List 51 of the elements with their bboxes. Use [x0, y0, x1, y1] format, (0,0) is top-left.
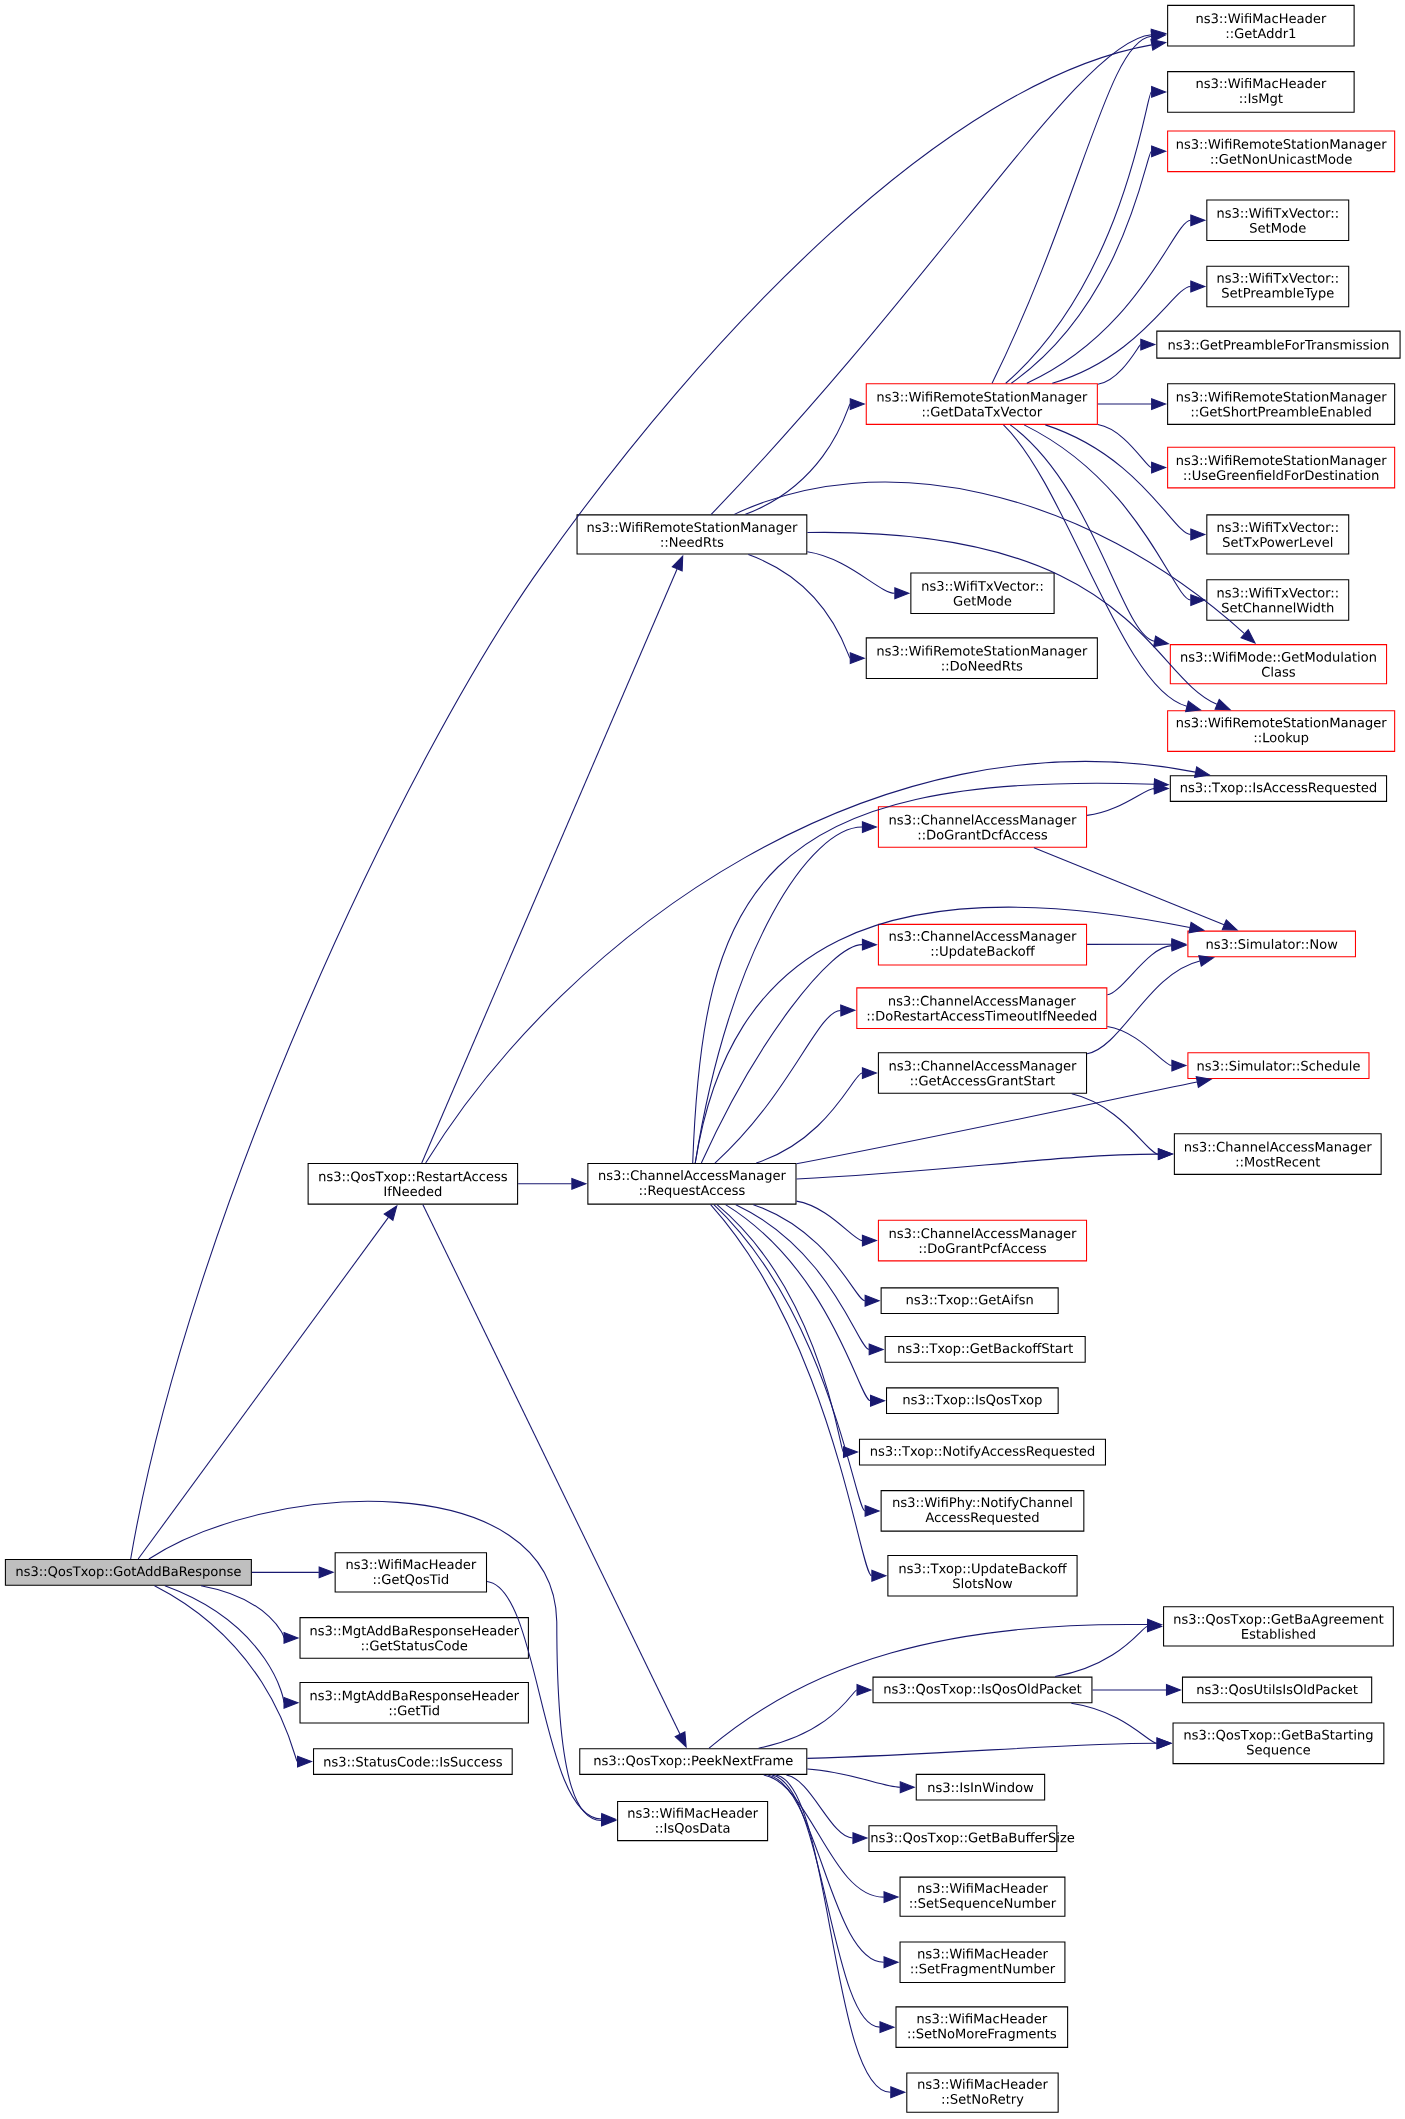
- function-box: ns3::WifiRemoteStationManager ::NeedRts: [576, 514, 808, 555]
- function-box: ns3::WifiRemoteStationManager ::GetDataTxVector: [865, 383, 1098, 425]
- function-box: ns3::ChannelAccessManager ::UpdateBackoff: [877, 923, 1087, 966]
- function-box: ns3::WifiRemoteStationManager ::UseGreenfieldForDestination: [1166, 446, 1395, 489]
- function-box: ns3::WifiMacHeader ::SetNoMoreFragments: [895, 2006, 1068, 2048]
- function-box: ns3::WifiTxVector:: SetChannelWidth: [1206, 579, 1350, 621]
- function-box: ns3::QosTxop::RestartAccess IfNeeded: [307, 1163, 518, 1205]
- function-box: ns3::Txop::IsAccessRequested: [1169, 775, 1387, 802]
- function-box: ns3::WifiMacHeader ::IsMgt: [1166, 71, 1355, 113]
- function-box: ns3::MgtAddBaResponseHeader ::GetStatusCode: [299, 1617, 529, 1659]
- function-box: ns3::Simulator::Schedule: [1187, 1052, 1370, 1079]
- function-box: ns3::WifiMacHeader ::SetNoRetry: [906, 2072, 1059, 2113]
- function-box: ns3::ChannelAccessManager ::MostRecent: [1173, 1133, 1382, 1175]
- function-box: ns3::IsInWindow: [915, 1773, 1045, 1801]
- function-box: ns3::WifiRemoteStationManager ::GetNonUnicastMode: [1166, 130, 1395, 173]
- function-box: ns3::WifiRemoteStationManager ::Lookup: [1166, 710, 1395, 752]
- function-box: ns3::ChannelAccessManager ::GetAccessGrantStart: [877, 1052, 1087, 1094]
- function-box: ns3::WifiMacHeader ::GetQosTid: [334, 1552, 487, 1593]
- function-box: ns3::Simulator::Now: [1187, 930, 1356, 958]
- arrow: [694, 906, 1205, 1164]
- function-box: ns3::WifiPhy::NotifyChannel AccessRequested: [880, 1490, 1085, 1532]
- function-box: ns3::Txop::GetBackoffStart: [884, 1336, 1086, 1363]
- function-box: ns3::MgtAddBaResponseHeader ::GetTid: [299, 1681, 529, 1724]
- function-box: ns3::WifiTxVector:: GetMode: [910, 572, 1055, 615]
- function-box: ns3::QosTxop::IsQosOldPacket: [872, 1676, 1093, 1704]
- function-box: ns3::Txop::GetAifsn: [880, 1287, 1059, 1315]
- function-box: ns3::WifiMacHeader ::IsQosData: [616, 1800, 768, 1842]
- function-box: ns3::Txop::NotifyAccessRequested: [858, 1438, 1106, 1466]
- function-box: ns3::QosTxop::GetBaAgreement Established: [1162, 1606, 1394, 1647]
- function-box: ns3::WifiRemoteStationManager ::DoNeedRts: [865, 637, 1098, 679]
- function-box: ns3::WifiMacHeader ::GetAddr1: [1166, 4, 1355, 47]
- function-box: ns3::QosTxop::GotAddBaResponse: [4, 1559, 252, 1586]
- function-box: ns3::GetPreambleForTransmission: [1156, 330, 1401, 359]
- function-box: ns3::WifiTxVector:: SetTxPowerLevel: [1206, 514, 1350, 555]
- function-box: ns3::WifiTxVector:: SetPreambleType: [1206, 265, 1350, 308]
- function-box: ns3::ChannelAccessManager ::DoGrantPcfAccess: [877, 1219, 1087, 1262]
- function-box: ns3::StatusCode::IsSuccess: [312, 1748, 513, 1775]
- function-box: ns3::ChannelAccessManager ::RequestAccess: [587, 1163, 797, 1205]
- function-box: ns3::WifiRemoteStationManager ::GetShortPreambleEnabled: [1166, 383, 1395, 425]
- arrow: [775, 1774, 906, 2099]
- function-box: ns3::WifiMacHeader ::SetSequenceNumber: [899, 1876, 1066, 1917]
- function-box: ns3::Txop::UpdateBackoff SlotsNow: [887, 1554, 1078, 1597]
- function-box: ns3::WifiTxVector:: SetMode: [1206, 199, 1350, 242]
- function-box: ns3::ChannelAccessManager ::DoRestartAccessTimeoutIfNeeded: [856, 987, 1108, 1029]
- function-box: ns3::ChannelAccessManager ::DoGrantDcfAccess: [877, 806, 1087, 848]
- function-box: ns3::QosTxop::GetBaStarting Sequence: [1172, 1722, 1385, 1765]
- function-box: ns3::WifiMode::GetModulation Class: [1169, 644, 1387, 685]
- function-box: ns3::Txop::IsQosTxop: [885, 1387, 1059, 1415]
- function-box: ns3::QosTxop::PeekNextFrame: [579, 1748, 808, 1775]
- function-box: ns3::QosUtilsIsOldPacket: [1181, 1676, 1372, 1704]
- function-box: ns3::WifiMacHeader ::SetFragmentNumber: [899, 1941, 1066, 1984]
